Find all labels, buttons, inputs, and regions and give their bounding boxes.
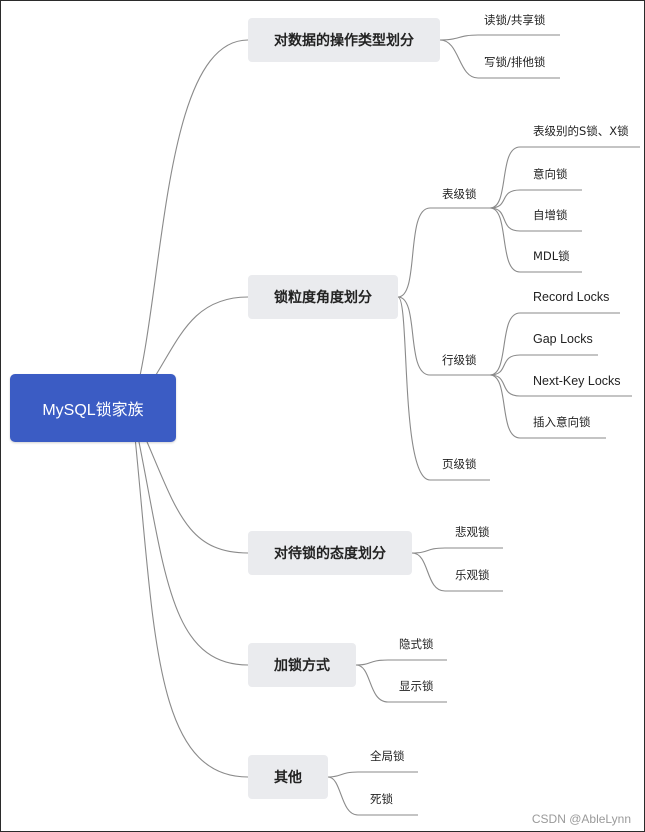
connector-other-to-global — [327, 771, 418, 778]
leaf-next-key-locks[interactable]: Next-Key Locks — [533, 371, 621, 391]
connector-root-to-data-operation — [131, 39, 249, 409]
branch-granularity[interactable]: 锁粒度角度划分 — [248, 275, 398, 319]
leaf-read-lock[interactable]: 读锁/共享锁 — [484, 10, 545, 30]
root-node[interactable]: MySQL锁家族 — [10, 374, 176, 442]
branch-other[interactable]: 其他 — [248, 755, 328, 799]
leaf-label: 死锁 — [370, 792, 393, 806]
branch-attitude[interactable]: 对待锁的态度划分 — [248, 531, 412, 575]
watermark-text: CSDN @AbleLynn — [531, 812, 631, 826]
leaf-label: 全局锁 — [370, 749, 405, 763]
connector-data-op-to-read-lock — [439, 34, 560, 41]
leaf-intention-lock[interactable]: 意向锁 — [533, 164, 568, 184]
connector-data-op-to-write-lock — [439, 39, 560, 79]
leaf-implicit-lock[interactable]: 隐式锁 — [399, 634, 434, 654]
branch-label: 对数据的操作类型划分 — [274, 33, 414, 49]
leaf-label: 自增锁 — [533, 208, 568, 222]
connector-attitude-to-optimistic — [411, 552, 503, 592]
connector-other-to-deadlock — [327, 776, 418, 816]
leaf-insert-intention-lock[interactable]: 插入意向锁 — [533, 412, 591, 432]
leaf-label: 意向锁 — [533, 167, 568, 181]
leaf-label: 乐观锁 — [455, 568, 490, 582]
leaf-autoinc-lock[interactable]: 自增锁 — [533, 205, 568, 225]
leaf-label: 写锁/排他锁 — [484, 55, 546, 69]
connector-mode-to-explicit — [355, 664, 447, 703]
leaf-gap-locks[interactable]: Gap Locks — [533, 329, 593, 349]
leaf-write-lock[interactable]: 写锁/排他锁 — [484, 52, 545, 72]
connector-granularity-to-table-lock — [397, 207, 490, 298]
subbranch-page-lock[interactable]: 页级锁 — [442, 454, 477, 474]
connector-row-lock-to-record — [489, 312, 620, 376]
leaf-label: 显示锁 — [399, 679, 434, 693]
connector-table-lock-to-mdl — [489, 207, 582, 273]
leaf-label: Next-Key Locks — [533, 374, 621, 388]
subbranch-table-lock[interactable]: 表级锁 — [442, 184, 477, 204]
leaf-label: 表级锁 — [442, 187, 477, 201]
subbranch-row-lock[interactable]: 行级锁 — [442, 350, 477, 370]
branch-label: 锁粒度角度划分 — [274, 290, 372, 306]
leaf-table-sx-lock[interactable]: 表级别的S锁、X锁 — [533, 121, 629, 141]
branch-label: 对待锁的态度划分 — [274, 546, 386, 562]
leaf-label: 读锁/共享锁 — [484, 13, 546, 27]
connector-mode-to-implicit — [355, 659, 447, 666]
connector-table-lock-to-autoinc — [489, 207, 582, 232]
connector-row-lock-to-insert-intention — [489, 374, 606, 439]
connector-attitude-to-pessimistic — [411, 547, 503, 554]
leaf-deadlock[interactable]: 死锁 — [370, 789, 393, 809]
leaf-pessimistic-lock[interactable]: 悲观锁 — [455, 522, 490, 542]
leaf-record-locks[interactable]: Record Locks — [533, 287, 609, 307]
leaf-label: 行级锁 — [442, 353, 477, 367]
connector-row-lock-to-gap — [489, 354, 598, 376]
root-label: MySQL锁家族 — [42, 402, 144, 419]
connector-granularity-to-page-lock — [397, 296, 490, 481]
connector-row-lock-to-next-key — [489, 374, 632, 397]
connector-root-to-other — [131, 407, 249, 778]
leaf-explicit-lock[interactable]: 显示锁 — [399, 676, 434, 696]
leaf-mdl-lock[interactable]: MDL锁 — [533, 246, 570, 266]
branch-label: 其他 — [274, 770, 302, 786]
leaf-optimistic-lock[interactable]: 乐观锁 — [455, 565, 490, 585]
leaf-label: Gap Locks — [533, 332, 593, 346]
leaf-label: 隐式锁 — [399, 637, 434, 651]
leaf-label: 插入意向锁 — [533, 415, 591, 429]
branch-label: 加锁方式 — [274, 658, 330, 674]
connector-root-to-locking-mode — [131, 407, 249, 666]
leaf-label: 悲观锁 — [455, 525, 490, 539]
leaf-label: 页级锁 — [442, 457, 477, 471]
leaf-label: Record Locks — [533, 290, 610, 304]
leaf-label: MDL锁 — [533, 249, 570, 263]
connector-table-lock-to-intention — [489, 189, 582, 209]
leaf-global-lock[interactable]: 全局锁 — [370, 746, 405, 766]
connector-granularity-to-row-lock — [397, 296, 490, 376]
leaf-label: 表级别的S锁、X锁 — [533, 124, 629, 138]
branch-data-operation[interactable]: 对数据的操作类型划分 — [248, 18, 440, 62]
connector-table-lock-to-sx — [489, 146, 640, 209]
branch-locking-mode[interactable]: 加锁方式 — [248, 643, 356, 687]
